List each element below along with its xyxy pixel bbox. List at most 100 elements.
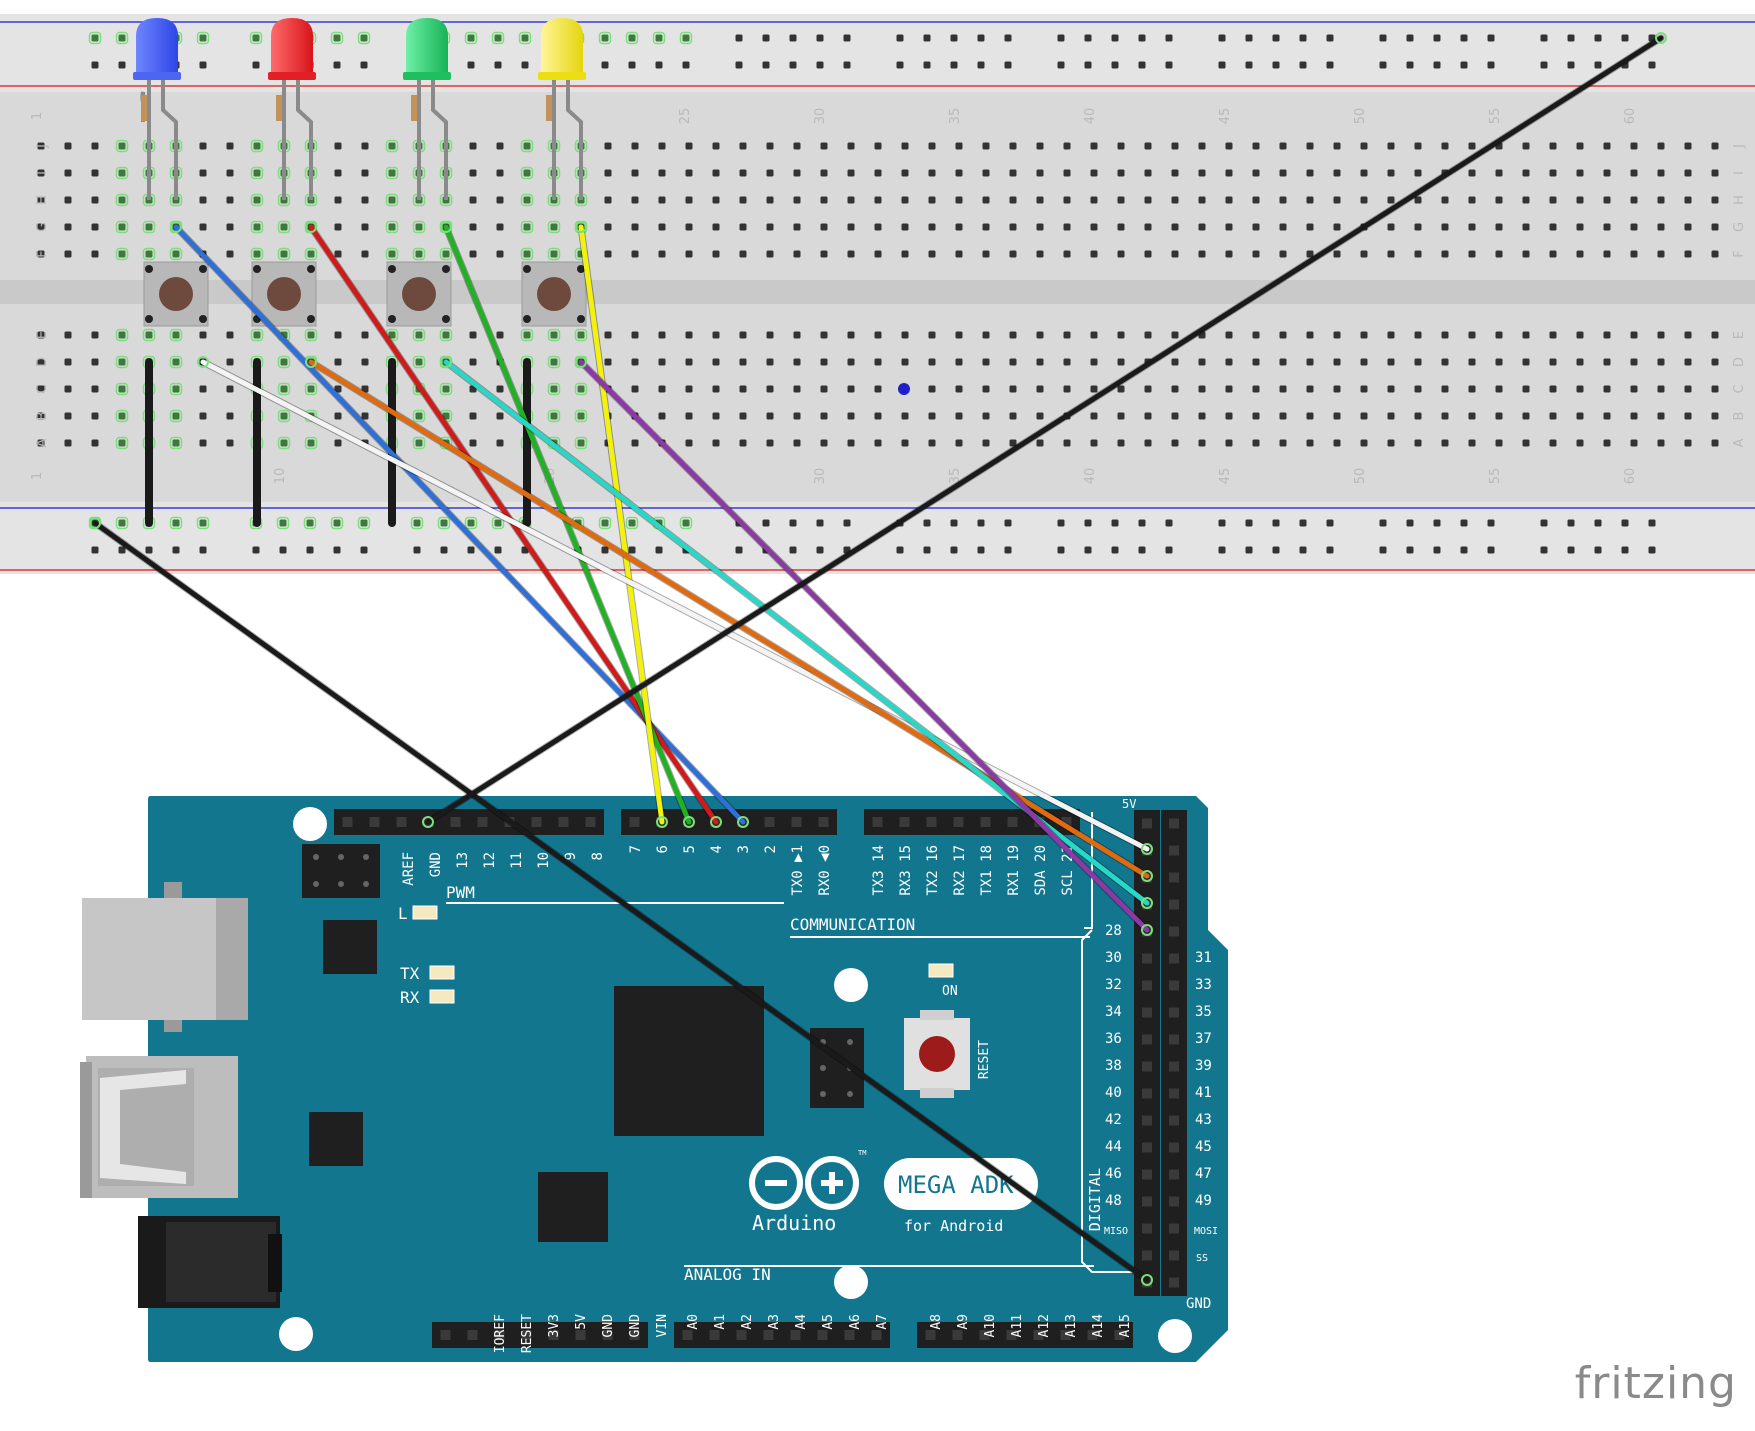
rail-hole xyxy=(1326,61,1334,69)
breadboard-hole xyxy=(631,196,639,204)
breadboard-hole xyxy=(1711,196,1719,204)
breadboard-hole xyxy=(280,250,288,258)
column-number: 1 xyxy=(30,112,45,120)
breadboard-hole xyxy=(37,331,45,339)
rail-hole xyxy=(1567,34,1575,42)
breadboard-hole xyxy=(91,439,99,447)
ss-label: SS xyxy=(1196,1253,1208,1264)
breadboard-hole xyxy=(1441,385,1449,393)
header-pin xyxy=(467,1330,478,1340)
breadboard-hole xyxy=(1387,331,1395,339)
breadboard-hole xyxy=(550,358,558,366)
breadboard-hole xyxy=(982,250,990,258)
hole-highlight xyxy=(410,516,424,530)
rail-hole xyxy=(360,546,368,554)
header-pin xyxy=(629,1330,640,1340)
rail-hole xyxy=(628,34,636,42)
rail-hole xyxy=(843,61,851,69)
header-pin xyxy=(791,817,802,827)
breadboard-hole xyxy=(442,250,450,258)
header-pin xyxy=(1142,980,1152,991)
row-letter: B xyxy=(35,412,50,421)
breadboard-hole xyxy=(523,196,531,204)
header-pin xyxy=(1142,1196,1152,1207)
breadboard-hole xyxy=(1711,412,1719,420)
breadboard-hole xyxy=(766,439,774,447)
breadboard-hole xyxy=(739,385,747,393)
breadboard-hole xyxy=(37,169,45,177)
breadboard-hole xyxy=(1306,196,1314,204)
breadboard-hole xyxy=(550,250,558,258)
breadboard-hole xyxy=(361,358,369,366)
rail-hole xyxy=(1406,519,1414,527)
pin-label: 13 xyxy=(455,852,471,869)
breadboard-hole xyxy=(982,331,990,339)
breadboard-hole xyxy=(118,331,126,339)
hole-highlight xyxy=(142,247,156,261)
gnd-label: GND xyxy=(1186,1296,1211,1312)
breadboard-hole xyxy=(1036,223,1044,231)
hole-highlight xyxy=(115,516,129,530)
rail-hole xyxy=(118,519,126,527)
breadboard-hole xyxy=(982,412,990,420)
led-red xyxy=(268,18,316,200)
breadboard-hole xyxy=(226,385,234,393)
pin-label: RX0 ◀0 xyxy=(817,845,833,896)
breadboard-hole xyxy=(1522,196,1530,204)
breadboard-hole xyxy=(469,412,477,420)
analog-pin-label: A0 xyxy=(686,1314,701,1330)
header-pin xyxy=(531,817,542,827)
rail-hole xyxy=(1594,61,1602,69)
pin-label: GND xyxy=(428,852,444,877)
breadboard-hole xyxy=(226,142,234,150)
breadboard-hole xyxy=(523,142,531,150)
column-number: 30 xyxy=(813,108,828,125)
breadboard-hole xyxy=(820,196,828,204)
pin-label: RX3 15 xyxy=(898,845,914,896)
breadboard-hole xyxy=(901,358,909,366)
breadboard-hole xyxy=(1333,250,1341,258)
header-pin xyxy=(1169,1250,1179,1261)
digital-pin-label: 31 xyxy=(1195,950,1212,966)
breadboard-hole xyxy=(1198,196,1206,204)
hole-highlight xyxy=(412,436,426,450)
breadboard-hole xyxy=(64,223,72,231)
breadboard-hole xyxy=(1171,196,1179,204)
breadboard-hole xyxy=(361,331,369,339)
breadboard-hole xyxy=(604,250,612,258)
breadboard-hole xyxy=(847,358,855,366)
mount-hole-3 xyxy=(279,1317,313,1351)
breadboard-hole xyxy=(172,358,180,366)
hole-highlight xyxy=(437,516,451,530)
power-pin-label: VIN xyxy=(655,1314,670,1337)
rail-hole xyxy=(252,546,260,554)
breadboard-hole xyxy=(91,250,99,258)
breadboard-hole xyxy=(91,358,99,366)
hole-highlight xyxy=(115,355,129,369)
rail-hole xyxy=(1272,61,1280,69)
breadboard-hole xyxy=(1711,385,1719,393)
breadboard-hole xyxy=(172,250,180,258)
breadboard-hole xyxy=(496,439,504,447)
analog-pin-label: A11 xyxy=(1010,1314,1025,1337)
rail-hole xyxy=(360,61,368,69)
breadboard-hole xyxy=(118,439,126,447)
header-pin xyxy=(1142,1061,1152,1072)
breadboard-hole xyxy=(685,169,693,177)
breadboard-hole xyxy=(1306,385,1314,393)
breadboard-hole xyxy=(1576,331,1584,339)
rail-hole xyxy=(413,519,421,527)
breadboard-hole xyxy=(361,223,369,231)
breadboard-hole xyxy=(658,358,666,366)
rail-hole xyxy=(1084,546,1092,554)
rail-hole xyxy=(1594,34,1602,42)
breadboard-hole xyxy=(1306,223,1314,231)
breadboard-hole xyxy=(1468,142,1476,150)
breadboard-hole xyxy=(1198,142,1206,150)
breadboard-hole xyxy=(604,358,612,366)
rail-hole xyxy=(1004,61,1012,69)
hole-highlight xyxy=(115,139,129,153)
breadboard-hole xyxy=(361,385,369,393)
breadboard-hole xyxy=(1225,196,1233,204)
reset-button[interactable] xyxy=(904,1010,970,1098)
